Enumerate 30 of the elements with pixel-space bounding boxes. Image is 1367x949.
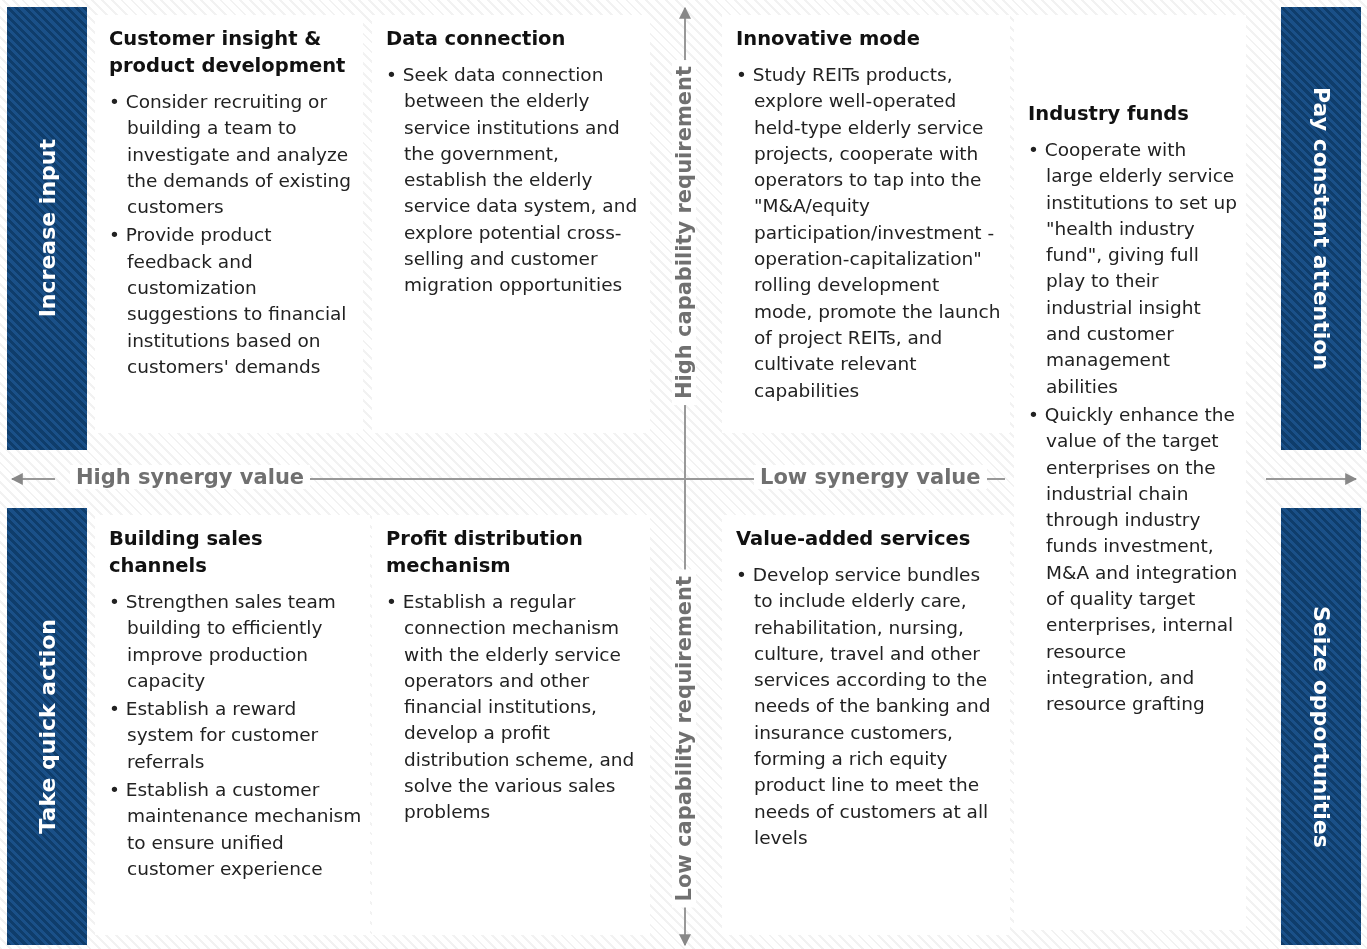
band-title: Pay constant attention — [1308, 86, 1334, 371]
panel-heading: Customer insight & product development — [109, 26, 347, 79]
band-title: Take quick action — [34, 619, 60, 834]
bullet-text: • Study REITs products, explore well-operated held-type elderly service projects, cooperate with operators to tap into the "M&A/equity participation/investment -operation-capitalization" rolling development mode, promote the launch of project REITs, and cultivate relevant capabilities — [736, 63, 1002, 403]
panel-heading: Data connection — [386, 26, 567, 52]
side-band — [1281, 508, 1361, 945]
side-band — [1281, 7, 1361, 450]
bullet-text: • Quickly enhance the value of the target enterprises on the industrial chain through industry funds investment, M&A and integration of quality target enterprises, internal resource integration, and resource grafting — [1028, 402, 1238, 717]
bullet-text: • Develop service bundles to include elderly care, rehabilitation, nursing, culture, travel and other services according to the needs of the banking and insurance customers, forming a rich equity product line to meet the needs of customers at all levels — [736, 563, 992, 850]
panel-heading: Profit distribution mechanism — [386, 526, 584, 579]
axis-label: High capability requirement — [672, 60, 696, 406]
bullet-text: • Consider recruiting or building a team to investigate and analyze the demands of existing customers — [109, 90, 353, 220]
side-band — [7, 508, 87, 945]
panel-heading: Industry funds — [1028, 101, 1190, 127]
bullet-text: • Provide product feedback and customization suggestions to financial institutions based on customers' demands — [109, 223, 348, 379]
panel-heading: Value-added services — [736, 526, 972, 552]
axis-label: Low capability requirement — [672, 570, 696, 908]
bullet-text: • Strengthen sales team building to efficiently improve production capacity — [109, 590, 337, 693]
bullet-text: • Cooperate with large elderly service institutions to set up "health industry fund", giving full play to their industrial insight and customer management abilities — [1028, 138, 1238, 399]
side-band — [7, 7, 87, 450]
bullet-text: • Establish a customer maintenance mechanism to ensure unified customer experience — [109, 778, 362, 881]
bullet-text: • Seek data connection between the elderly service institutions and the government, establish the elderly service data system, and explore potential cross-selling and customer migration opportunities — [386, 63, 639, 298]
axis-label: High synergy value — [70, 465, 311, 489]
band-title: Seize opportunities — [1308, 605, 1334, 848]
bullet-text: • Establish a regular connection mechanism with the elderly service operators and other financial institutions, develop a profit distribution scheme, and solve the various sales problems — [386, 590, 636, 825]
panel-heading: Innovative mode — [736, 26, 921, 52]
axis-label: Low synergy value — [754, 465, 987, 489]
panel-heading: Building sales channels — [109, 526, 264, 579]
bullet-text: • Establish a reward system for customer referrals — [109, 697, 320, 774]
band-title: Increase input — [34, 139, 60, 318]
